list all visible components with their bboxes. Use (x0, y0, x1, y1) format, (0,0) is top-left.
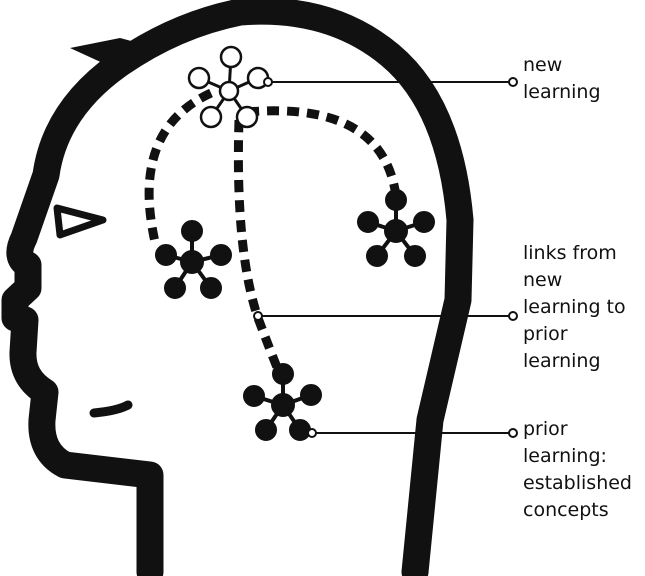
leader-new-start-dot (264, 78, 272, 86)
prior-concept-left-icon (157, 222, 230, 297)
label-line: learning (523, 79, 601, 106)
leader-links-start-dot (254, 312, 262, 320)
leader-new-end-dot (509, 78, 517, 86)
link-to-lower-concept (238, 120, 282, 380)
leader-prior-end-dot (509, 429, 517, 437)
label-line: links from (523, 240, 626, 267)
eye-shape (57, 208, 103, 235)
mouth-line (94, 405, 128, 413)
label-line: concepts (523, 497, 632, 524)
leader-prior-start-dot (308, 429, 316, 437)
label-line: established (523, 470, 632, 497)
label-line: learning (523, 348, 626, 375)
label-line: prior (523, 416, 632, 443)
label-line: new (523, 267, 626, 294)
links-label: links from new learning to prior learnin… (523, 240, 626, 375)
prior-concept-right-icon (359, 191, 433, 265)
label-line: learning: (523, 443, 632, 470)
label-line: learning to (523, 294, 626, 321)
prior-concept-lower-icon (245, 365, 320, 439)
label-line: new (523, 52, 601, 79)
new-learning-molecule-icon (189, 47, 268, 127)
leader-links-end-dot (509, 312, 517, 320)
link-to-right-concept (247, 111, 397, 206)
new-learning-label: new learning (523, 52, 601, 106)
prior-learning-label: prior learning: established concepts (523, 416, 632, 524)
label-line: prior (523, 321, 626, 348)
